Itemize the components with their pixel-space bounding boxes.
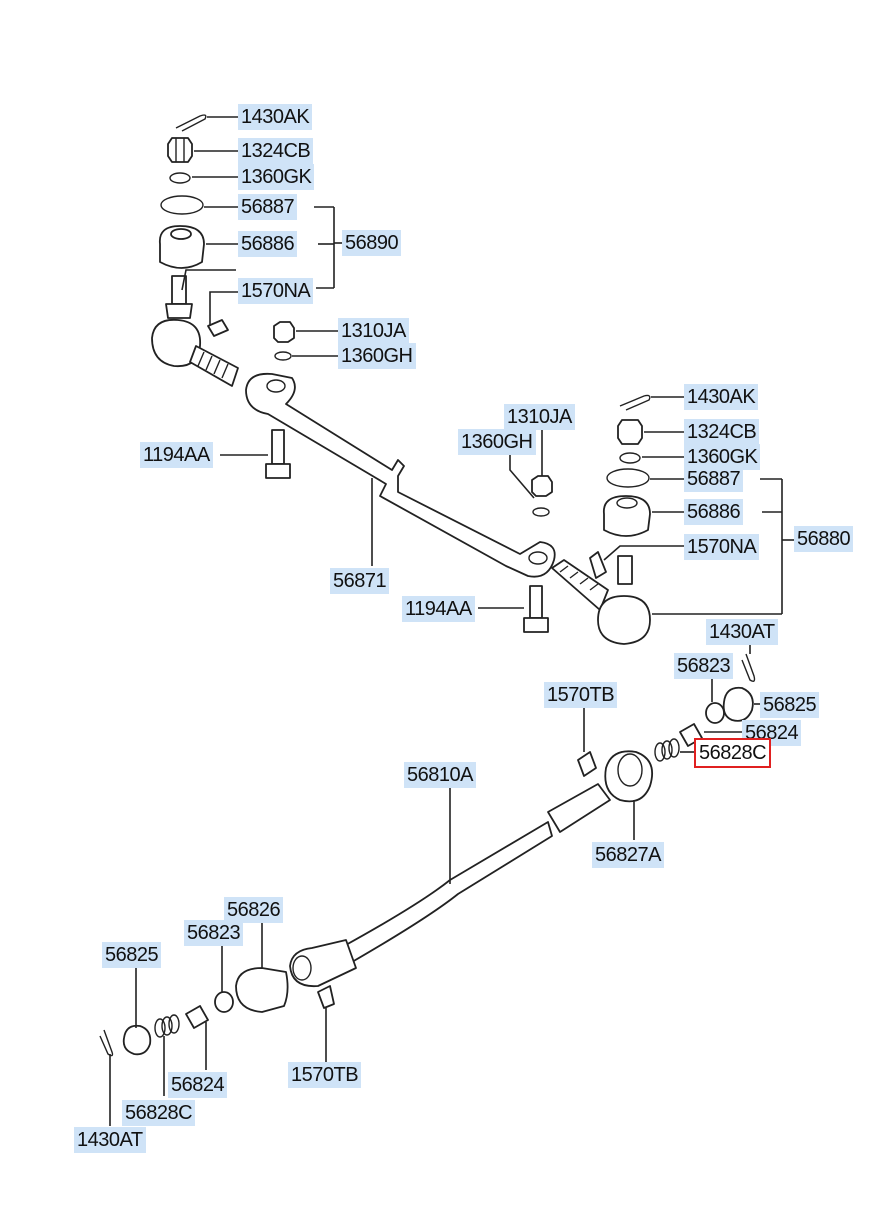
- cotter-pin-lower-left: [99, 1029, 114, 1057]
- plug-upper: [722, 686, 754, 722]
- cotter-pin-upper-right: [741, 653, 756, 683]
- part-label-56887-right[interactable]: 56887: [684, 466, 744, 492]
- part-label-56823-upper[interactable]: 56823: [674, 653, 734, 679]
- tie-rod-tube: [245, 372, 556, 578]
- part-label-1310JA-left[interactable]: 1310JA: [338, 318, 409, 344]
- dust-boot-top-right: [603, 495, 651, 537]
- part-label-56890[interactable]: 56890: [342, 230, 402, 256]
- part-label-1570NA-left[interactable]: 1570NA: [238, 278, 314, 304]
- part-label-56823-lower[interactable]: 56823: [184, 920, 244, 946]
- part-label-56886-right[interactable]: 56886: [684, 499, 744, 525]
- part-label-1310JA-right[interactable]: 1310JA: [504, 404, 575, 430]
- part-label-1430AK-left[interactable]: 1430AK: [238, 104, 313, 130]
- part-label-56826[interactable]: 56826: [224, 897, 284, 923]
- bolt-right: [523, 585, 549, 633]
- spring-lower: [154, 1014, 180, 1038]
- part-label-1570NA-right[interactable]: 1570NA: [684, 534, 760, 560]
- part-label-56871[interactable]: 56871: [330, 568, 390, 594]
- plug-lower: [122, 1024, 152, 1056]
- socket-lower: [235, 967, 289, 1013]
- seat-lower: [185, 1005, 209, 1029]
- part-label-1570TB-lower[interactable]: 1570TB: [288, 1062, 362, 1088]
- part-label-1570TB-upper[interactable]: 1570TB: [544, 682, 618, 708]
- bolt-left: [265, 429, 291, 479]
- cotter-pin-top-left: [175, 114, 207, 132]
- leader-lines: [109, 116, 794, 1126]
- part-label-56825-upper[interactable]: 56825: [760, 692, 820, 718]
- part-label-1324CB-left[interactable]: 1324CB: [238, 138, 314, 164]
- part-label-56825-lower[interactable]: 56825: [102, 942, 162, 968]
- part-label-56827A[interactable]: 56827A: [592, 842, 664, 868]
- part-label-56824-lower[interactable]: 56824: [168, 1072, 228, 1098]
- part-label-1194AA-right[interactable]: 1194AA: [402, 596, 475, 622]
- drag-link-rod: [289, 783, 611, 988]
- part-label-1360GK-left[interactable]: 1360GK: [238, 164, 315, 190]
- castle-nut-top-left: [167, 137, 193, 163]
- part-label-56880[interactable]: 56880: [794, 526, 854, 552]
- part-label-1360GH-right[interactable]: 1360GH: [458, 429, 536, 455]
- grease-fitting-left: [207, 319, 229, 337]
- seat-ring-upper: [705, 702, 725, 724]
- boot-clip-top-left: [160, 195, 204, 215]
- nut-right-clamp: [531, 475, 553, 517]
- part-label-1194AA-left[interactable]: 1194AA: [140, 442, 213, 468]
- cotter-pin-top-right: [619, 394, 651, 411]
- dust-boot-top-left: [158, 225, 205, 269]
- nut-left-clamp: [273, 321, 295, 361]
- grease-fitting-upper: [577, 751, 597, 777]
- part-label-1430AT-upper[interactable]: 1430AT: [706, 619, 778, 645]
- part-label-1360GK-right[interactable]: 1360GK: [684, 444, 761, 470]
- snap-ring-top-left: [169, 172, 191, 184]
- part-label-1360GH-left[interactable]: 1360GH: [338, 343, 416, 369]
- part-label-1430AK-right[interactable]: 1430AK: [684, 384, 759, 410]
- tie-rod-end-left: [151, 318, 239, 387]
- part-label-1430AT-lower[interactable]: 1430AT: [74, 1127, 146, 1153]
- grease-fitting-right: [589, 551, 607, 579]
- castle-nut-top-right: [617, 419, 643, 445]
- part-label-56886-left[interactable]: 56886: [238, 231, 298, 257]
- tie-rod-end-right: [551, 555, 651, 645]
- part-label-56887-left[interactable]: 56887: [238, 194, 298, 220]
- part-label-56828C-upper[interactable]: 56828C: [693, 738, 772, 768]
- snap-ring-top-right: [619, 452, 641, 464]
- boot-clip-top-right: [606, 468, 650, 488]
- spring-upper: [654, 738, 680, 762]
- grease-fitting-lower: [317, 985, 335, 1009]
- seat-ring-lower: [214, 991, 234, 1013]
- ball-stud-top-left: [165, 275, 193, 319]
- part-label-56810A[interactable]: 56810A: [404, 762, 476, 788]
- part-label-1324CB-right[interactable]: 1324CB: [684, 419, 760, 445]
- part-label-56828C-lower[interactable]: 56828C: [122, 1100, 196, 1126]
- socket-upper: [604, 750, 654, 803]
